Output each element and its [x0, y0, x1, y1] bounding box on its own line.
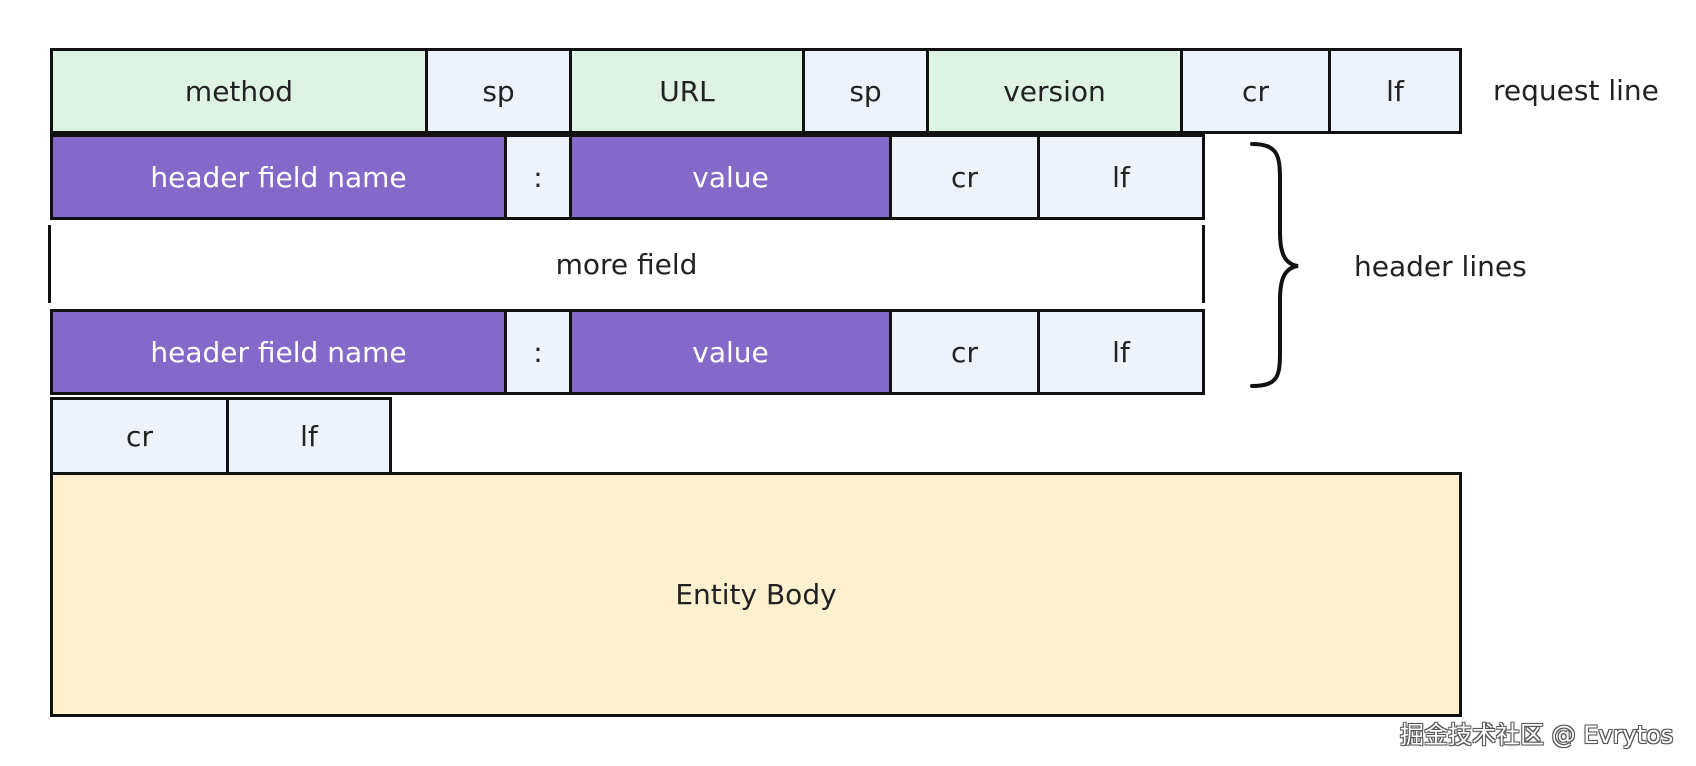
request-version-cell: version: [926, 48, 1183, 134]
request-line-label: request line: [1493, 74, 1659, 107]
request-sp-cell-2: sp: [802, 48, 929, 134]
header-colon-cell-2: :: [504, 309, 572, 395]
more-field-row: more field: [48, 225, 1205, 303]
header-value-cell-2: value: [569, 309, 892, 395]
brace-path: [1250, 142, 1299, 388]
header-field-name-cell-1: header field name: [50, 134, 507, 220]
watermark-text: 掘金技术社区 @ Evrytos: [1400, 721, 1674, 749]
header-lines-brace: [1250, 142, 1299, 388]
request-cr-cell: cr: [1180, 48, 1331, 134]
header-lf-cell-2: lf: [1037, 309, 1205, 395]
header-lf-cell-1: lf: [1037, 134, 1205, 220]
header-field-name-cell-2: header field name: [50, 309, 507, 395]
request-lf-cell: lf: [1328, 48, 1462, 134]
header-value-cell-1: value: [569, 134, 892, 220]
blank-lf-cell: lf: [226, 397, 392, 475]
header-colon-cell-1: :: [504, 134, 572, 220]
entity-body-block: Entity Body: [50, 472, 1462, 717]
request-sp-cell-1: sp: [425, 48, 572, 134]
header-cr-cell-1: cr: [889, 134, 1040, 220]
request-method-cell: method: [50, 48, 428, 134]
blank-cr-cell: cr: [50, 397, 229, 475]
header-lines-label: header lines: [1354, 250, 1527, 283]
request-url-cell: URL: [569, 48, 805, 134]
header-cr-cell-2: cr: [889, 309, 1040, 395]
